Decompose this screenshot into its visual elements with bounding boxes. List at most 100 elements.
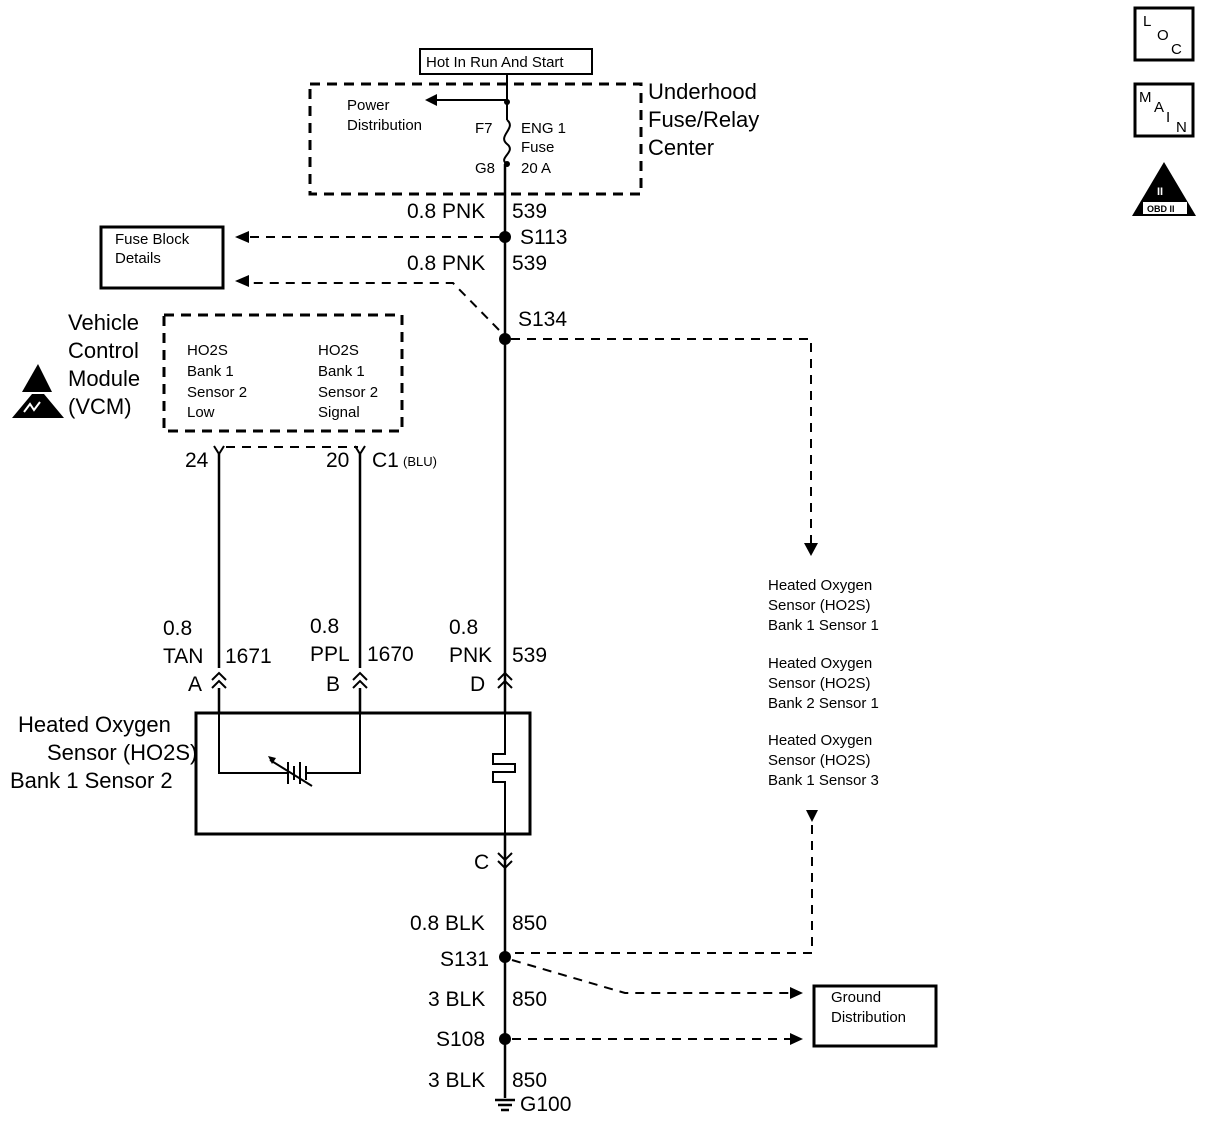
vcm-connector-c1: C1 xyxy=(372,449,399,472)
svg-text:O: O xyxy=(1157,27,1169,44)
svg-text:I: I xyxy=(1166,109,1170,126)
svg-text:(VCM): (VCM) xyxy=(68,394,132,419)
splice-s108-label: S108 xyxy=(436,1028,485,1051)
svg-text:Bank 2 Sensor 1: Bank 2 Sensor 1 xyxy=(768,695,879,712)
vcm-module-box: HO2S Bank 1 Sensor 2 Low HO2S Bank 1 Sen… xyxy=(162,313,404,433)
wire-850-3-circuit: 850 xyxy=(512,1069,547,1092)
pin-c-label: C xyxy=(474,851,489,874)
svg-text:A: A xyxy=(1154,99,1164,116)
svg-text:Sensor (HO2S): Sensor (HO2S) xyxy=(768,675,871,692)
wire-539-low-color: PNK xyxy=(449,644,492,667)
fuse-block-details-box[interactable]: Fuse Block Details xyxy=(99,225,225,290)
underhood-fuse-relay-center: Underhood Fuse/Relay Center xyxy=(308,79,759,196)
svg-text:F7: F7 xyxy=(475,120,493,137)
svg-text:Fuse/Relay: Fuse/Relay xyxy=(648,107,759,132)
wire-539-mid-circuit: 539 xyxy=(512,252,547,275)
svg-text:Sensor (HO2S): Sensor (HO2S) xyxy=(47,740,197,765)
svg-text:20 A: 20 A xyxy=(521,160,551,177)
svg-text:Module: Module xyxy=(68,366,140,391)
wire-1670-color: PPL xyxy=(310,643,350,666)
hot-in-run-label: Hot In Run And Start xyxy=(419,48,593,75)
wire-1671-circuit: 1671 xyxy=(225,645,272,668)
splice-s108 xyxy=(499,1033,511,1045)
svg-text:Bank 1 Sensor 1: Bank 1 Sensor 1 xyxy=(768,617,879,634)
power-distribution-arrow: Power Distribution xyxy=(347,94,507,134)
svg-text:N: N xyxy=(1176,119,1187,136)
wire-539-top-circuit: 539 xyxy=(512,200,547,223)
wire-850-2-circuit: 850 xyxy=(512,988,547,1011)
svg-text:C: C xyxy=(1171,41,1182,58)
svg-text:Bank 1: Bank 1 xyxy=(318,363,365,380)
svg-text:Distribution: Distribution xyxy=(831,1009,906,1026)
svg-text:G8: G8 xyxy=(475,160,495,177)
svg-text:Bank 1 Sensor 2: Bank 1 Sensor 2 xyxy=(10,768,173,793)
ground-g100-label: G100 xyxy=(520,1093,571,1116)
other-sensors-list: Heated Oxygen Sensor (HO2S) Bank 1 Senso… xyxy=(768,577,879,789)
vcm-pin-24: 24 xyxy=(185,449,209,472)
svg-text:Heated Oxygen: Heated Oxygen xyxy=(768,577,872,594)
svg-text:Control: Control xyxy=(68,338,139,363)
svg-text:Hot In Run And Start: Hot In Run And Start xyxy=(426,54,564,71)
svg-text:Distribution: Distribution xyxy=(347,117,422,134)
wire-1671-color: TAN xyxy=(163,645,203,668)
ground-distribution-box[interactable]: Ground Distribution xyxy=(812,984,938,1048)
wire-850-1-gauge: 0.8 BLK xyxy=(410,912,485,935)
esd-warning-icon xyxy=(12,364,64,418)
svg-text:Heated Oxygen: Heated Oxygen xyxy=(18,712,171,737)
obd-ii-icon[interactable]: II OBD II xyxy=(1132,162,1196,216)
wire-850-3-gauge: 3 BLK xyxy=(428,1069,485,1092)
svg-text:Power: Power xyxy=(347,97,390,114)
splice-s131 xyxy=(499,951,511,963)
svg-text:OBD II: OBD II xyxy=(1147,204,1175,214)
svg-text:Heated Oxygen: Heated Oxygen xyxy=(768,732,872,749)
sensor-element-icon xyxy=(268,756,313,787)
svg-text:Fuse: Fuse xyxy=(521,139,554,156)
pin-a-label: A xyxy=(188,673,202,696)
svg-text:ENG 1: ENG 1 xyxy=(521,120,566,137)
svg-text:Details: Details xyxy=(115,250,161,267)
wire-539-low-gauge: 0.8 xyxy=(449,616,478,639)
eng1-fuse-icon: F7 G8 ENG 1 Fuse 20 A xyxy=(475,99,566,177)
svg-text:Low: Low xyxy=(187,404,215,421)
svg-text:Heated Oxygen: Heated Oxygen xyxy=(768,655,872,672)
svg-text:L: L xyxy=(1143,13,1151,30)
svg-text:Sensor 2: Sensor 2 xyxy=(187,384,247,401)
wire-850-2-gauge: 3 BLK xyxy=(428,988,485,1011)
svg-text:M: M xyxy=(1139,89,1152,106)
wire-1671-gauge: 0.8 xyxy=(163,617,192,640)
wire-539-mid-gauge: 0.8 PNK xyxy=(407,252,485,275)
svg-text:Sensor (HO2S): Sensor (HO2S) xyxy=(768,597,871,614)
wire-1670-gauge: 0.8 xyxy=(310,615,339,638)
svg-text:HO2S: HO2S xyxy=(318,342,359,359)
ho2s-sensor-label: Heated Oxygen Sensor (HO2S) Bank 1 Senso… xyxy=(10,712,197,793)
svg-text:Sensor (HO2S): Sensor (HO2S) xyxy=(768,752,871,769)
wire-539-low-circuit: 539 xyxy=(512,644,547,667)
splice-s134-label: S134 xyxy=(518,308,567,331)
svg-text:Signal: Signal xyxy=(318,404,360,421)
vcm-pin-20: 20 xyxy=(326,449,349,472)
svg-text:Ground: Ground xyxy=(831,989,881,1006)
svg-text:Fuse Block: Fuse Block xyxy=(115,231,190,248)
splice-s113 xyxy=(499,231,511,243)
vcm-connector-color: (BLU) xyxy=(403,454,437,469)
splice-s131-label: S131 xyxy=(440,948,489,971)
svg-text:Underhood: Underhood xyxy=(648,79,757,104)
wire-539-top-gauge: 0.8 PNK xyxy=(407,200,485,223)
svg-text:Center: Center xyxy=(648,135,714,160)
ground-icon xyxy=(495,1098,515,1112)
main-icon[interactable]: M A I N xyxy=(1133,82,1195,138)
svg-text:HO2S: HO2S xyxy=(187,342,228,359)
vcm-label: Vehicle Control Module (VCM) xyxy=(68,310,140,419)
svg-text:Vehicle: Vehicle xyxy=(68,310,139,335)
heater-element-icon xyxy=(492,713,516,834)
splice-s134 xyxy=(499,333,511,345)
wire-1670-circuit: 1670 xyxy=(367,643,414,666)
loc-icon[interactable]: L O C xyxy=(1133,6,1195,62)
wire-850-1-circuit: 850 xyxy=(512,912,547,935)
splice-s113-label: S113 xyxy=(520,226,568,249)
svg-text:Sensor 2: Sensor 2 xyxy=(318,384,378,401)
pin-d-label: D xyxy=(470,673,485,696)
svg-text:II: II xyxy=(1157,186,1163,198)
pin-b-label: B xyxy=(326,673,340,696)
